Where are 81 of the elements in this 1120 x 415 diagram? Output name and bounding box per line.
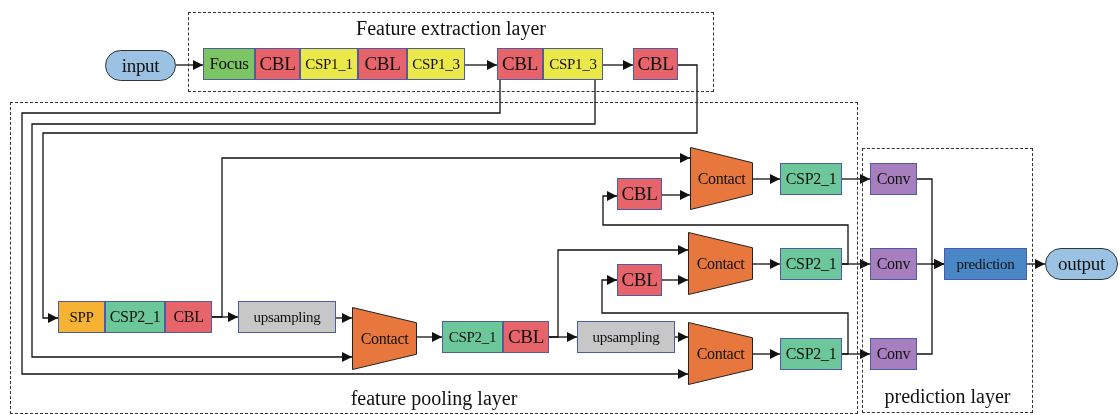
- module-box: [870, 338, 917, 370]
- arrow: [602, 60, 634, 70]
- layer-title: feature pooling layer: [349, 387, 519, 410]
- module-label: CSP2_1: [109, 308, 161, 326]
- arrow: [21, 79, 689, 379]
- arrow: [31, 79, 596, 362]
- module-label: Contact: [697, 169, 746, 188]
- concat-trapezoid: [688, 232, 753, 295]
- module-box: [543, 48, 603, 80]
- module-label: CBL: [507, 326, 545, 348]
- concat-trapezoid: [352, 307, 417, 370]
- module-box: [238, 301, 336, 333]
- module-label: output: [1058, 253, 1105, 275]
- module-label: CSP2_1: [448, 328, 497, 346]
- module-label: Conv: [876, 345, 911, 363]
- layer-group: [10, 102, 858, 414]
- module-box: [300, 48, 358, 80]
- module-box: [780, 338, 842, 370]
- terminal-box: [1045, 248, 1118, 280]
- layer-group: [188, 12, 714, 92]
- module-label: CSP2_1: [785, 255, 837, 273]
- layer-group: [862, 148, 1033, 413]
- module-box: [780, 248, 842, 280]
- arrow: [602, 191, 849, 265]
- arrow: [841, 174, 871, 184]
- arrow: [674, 332, 689, 342]
- arrow: [661, 275, 689, 285]
- arrow: [752, 349, 781, 359]
- module-box: [358, 48, 407, 80]
- module-label: CBL: [173, 308, 204, 326]
- module-label: Conv: [876, 170, 911, 188]
- arrow: [42, 64, 698, 323]
- module-box: [58, 301, 105, 333]
- module-label: CSP1_3: [412, 55, 460, 73]
- arrow: [601, 275, 849, 355]
- module-label: CBL: [621, 183, 658, 205]
- module-label: CSP2_1: [785, 170, 837, 188]
- module-box: [105, 301, 165, 333]
- module-label: input: [121, 54, 160, 77]
- arrow: [335, 313, 353, 323]
- module-box: [944, 248, 1027, 280]
- arrow: [661, 190, 691, 200]
- concat-trapezoid: [690, 147, 753, 210]
- module-box: [407, 48, 465, 80]
- module-label: CBL: [501, 53, 539, 75]
- module-box: [203, 48, 255, 80]
- arrow: [464, 60, 498, 70]
- layer-title: prediction layer: [883, 385, 1012, 408]
- module-box: [870, 248, 917, 280]
- arrow: [1026, 259, 1046, 269]
- layer-title: Feature extraction layer: [355, 17, 547, 40]
- module-label: CSP1_1: [305, 55, 353, 73]
- arrow: [752, 259, 781, 269]
- module-label: upsampling: [592, 328, 660, 346]
- module-label: Conv: [876, 255, 911, 273]
- module-label: Contact: [696, 344, 745, 363]
- concat-trapezoid: [688, 322, 753, 385]
- arrow: [175, 60, 204, 70]
- arrow: [416, 332, 443, 342]
- module-box: [870, 163, 917, 195]
- module-label: SPP: [69, 308, 94, 326]
- arrow: [752, 174, 781, 184]
- module-box: [442, 321, 503, 353]
- arrow: [211, 153, 691, 318]
- arrow: [548, 245, 689, 338]
- module-label: prediction: [956, 255, 1015, 273]
- module-box: [577, 321, 675, 353]
- module-label: CBL: [259, 53, 296, 75]
- arrow: [916, 259, 945, 355]
- module-label: CBL: [621, 269, 658, 291]
- module-box: [780, 163, 842, 195]
- module-label: upsampling: [253, 308, 321, 326]
- module-box: [165, 301, 212, 333]
- module-label: Focus: [209, 54, 249, 74]
- module-label: CSP1_3: [549, 55, 597, 73]
- module-label: CBL: [364, 53, 401, 75]
- module-label: CSP2_1: [785, 345, 837, 363]
- terminal-box: [105, 50, 176, 81]
- module-label: Contact: [696, 254, 745, 273]
- module-label: CBL: [637, 53, 674, 75]
- module-label: Contact: [360, 329, 409, 348]
